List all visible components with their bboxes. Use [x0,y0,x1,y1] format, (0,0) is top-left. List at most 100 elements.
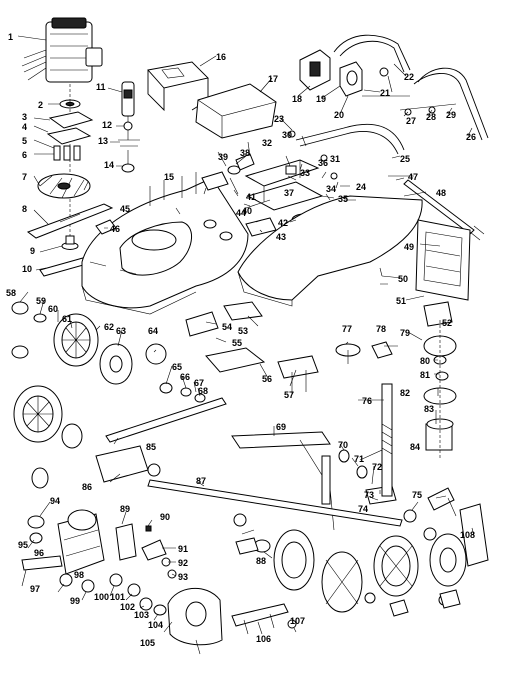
callout-98: 98 [74,570,84,580]
callout-3: 3 [22,112,27,122]
callout-95: 95 [18,540,28,550]
callout-58: 58 [6,288,16,298]
callout-72: 72 [372,462,382,472]
callout-94: 94 [50,496,60,506]
motor-assembly [21,17,140,277]
callout-38: 38 [240,148,250,158]
callout-70: 70 [338,440,348,450]
callout-76: 76 [362,396,372,406]
callout-67: 67 [194,378,204,388]
callout-93: 93 [178,572,188,582]
callout-104: 104 [148,620,163,630]
callout-33: 33 [300,168,310,178]
callout-16: 16 [216,52,226,62]
callout-60: 60 [48,304,58,314]
callout-63: 63 [116,326,126,336]
callout-88: 88 [256,556,266,566]
callout-103: 103 [134,610,149,620]
callout-56: 56 [262,374,272,384]
callout-100: 100 [94,592,109,602]
callout-25: 25 [400,154,410,164]
callout-10: 10 [22,264,32,274]
callout-80: 80 [420,356,430,366]
gearbox-assembly [21,509,297,646]
callout-73: 73 [364,490,374,500]
callout-75: 75 [412,490,422,500]
callout-102: 102 [120,602,135,612]
callout-53: 53 [238,326,248,336]
callout-52: 52 [442,318,452,328]
callout-66: 66 [180,372,190,382]
callout-14: 14 [104,160,114,170]
callout-41: 41 [246,192,256,202]
callout-92: 92 [178,558,188,568]
callout-19: 19 [316,94,326,104]
callout-85: 85 [146,442,156,452]
callout-18: 18 [292,94,302,104]
callout-106: 106 [256,634,271,644]
callout-35: 35 [338,194,348,204]
callout-49: 49 [404,242,414,252]
callout-5: 5 [22,136,27,146]
callout-45: 45 [120,204,130,214]
callout-27: 27 [406,116,416,126]
callout-99: 99 [70,596,80,606]
callout-64: 64 [148,326,158,336]
callout-7: 7 [22,172,27,182]
callout-48: 48 [436,188,446,198]
callout-82: 82 [400,388,410,398]
callout-11: 11 [96,82,106,92]
callout-46: 46 [110,224,120,234]
callout-28: 28 [426,112,436,122]
callout-50: 50 [398,274,408,284]
deck-body-assembly [81,171,471,394]
callout-81: 81 [420,370,430,380]
callout-31: 31 [330,154,340,164]
callout-84: 84 [410,442,420,452]
callout-96: 96 [34,548,44,558]
rear-axle-assembly [95,320,457,531]
front-wheel-assembly [11,301,206,489]
callout-86: 86 [82,482,92,492]
callout-87: 87 [196,476,206,486]
callout-6: 6 [22,150,27,160]
callout-97: 97 [30,584,40,594]
callout-90: 90 [160,512,170,522]
callout-62: 62 [104,322,114,332]
callout-77: 77 [342,324,352,334]
callout-13: 13 [98,136,108,146]
callout-12: 12 [102,120,112,130]
callout-43: 43 [276,232,286,242]
callout-54: 54 [222,322,232,332]
callout-labels: 1 2 3 4 5 6 7 8 9 10 11 12 13 14 15 16 1… [6,32,476,648]
callout-89: 89 [120,504,130,514]
callout-36: 36 [318,158,328,168]
callout-57: 57 [284,390,294,400]
callout-71: 71 [354,454,364,464]
callout-29: 29 [446,110,456,120]
callout-79: 79 [400,328,410,338]
callout-39: 39 [218,152,228,162]
callout-9: 9 [30,246,35,256]
callout-44: 44 [236,208,246,218]
callout-4: 4 [22,122,27,132]
callout-24: 24 [356,182,366,192]
callout-59: 59 [36,296,46,306]
callout-20: 20 [334,110,344,120]
callout-65: 65 [172,362,182,372]
callout-68: 68 [198,386,208,396]
callout-74: 74 [358,504,368,514]
callout-22: 22 [404,72,414,82]
callout-51: 51 [396,296,406,306]
callout-26: 26 [466,132,476,142]
callout-21: 21 [380,88,390,98]
grass-box-cover-parts [147,34,489,141]
callout-69: 69 [276,422,286,432]
callout-15: 15 [164,172,174,182]
callout-32: 32 [262,138,272,148]
callout-30: 30 [282,130,292,140]
callout-23: 23 [274,114,284,124]
callout-55: 55 [232,338,242,348]
callout-40: 40 [242,206,252,216]
